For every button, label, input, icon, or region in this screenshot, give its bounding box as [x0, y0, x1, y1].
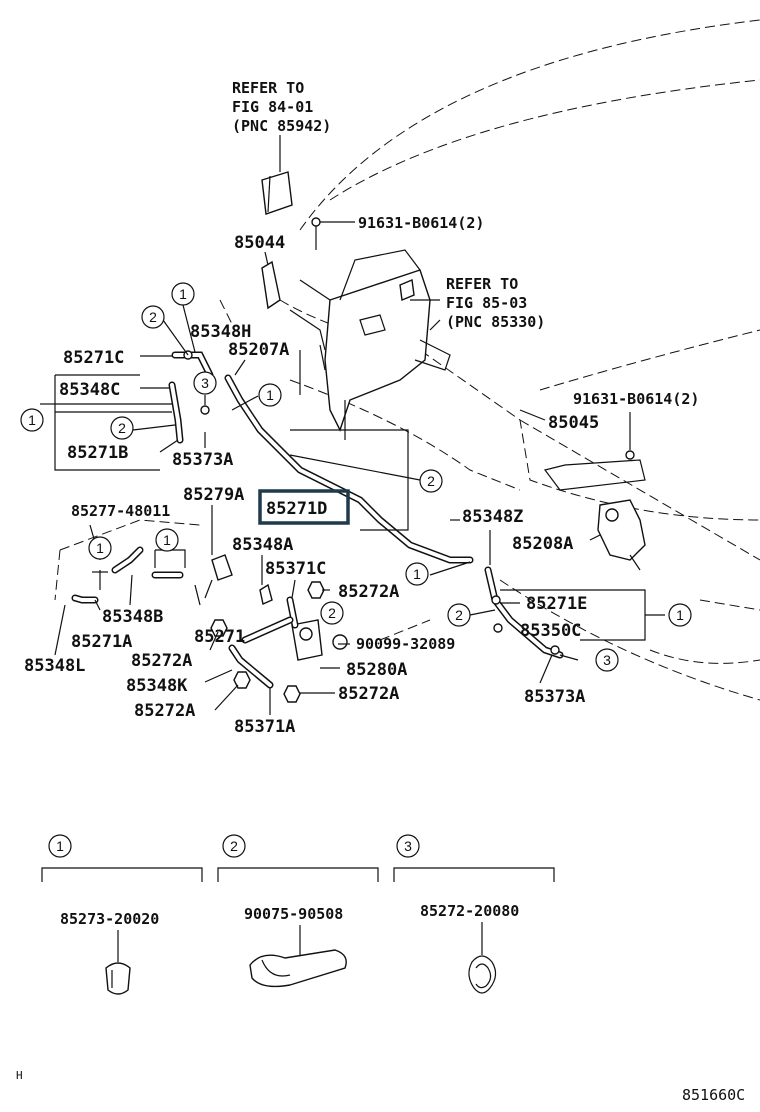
label-85350C: 85350C	[520, 621, 581, 641]
left-hose	[168, 351, 214, 444]
label-85271E: 85271E	[526, 594, 587, 614]
legend: 1 85273-20020 2 90075-90508 3 85272-2008…	[41, 834, 555, 995]
label-85373A-left: 85373A	[172, 450, 233, 470]
svg-text:1: 1	[266, 387, 274, 403]
refer-b-line3: (PNC 85330)	[446, 313, 545, 331]
refer-a-line1: REFER TO	[232, 79, 304, 97]
svg-text:1: 1	[179, 286, 187, 302]
left-lower-hose	[71, 546, 184, 604]
label-85280A: 85280A	[346, 660, 407, 680]
label-85348A: 85348A	[232, 535, 293, 555]
pump-lower	[211, 505, 348, 689]
svg-text:2: 2	[149, 309, 157, 325]
legend-circle-3	[396, 834, 420, 858]
washer-reservoir	[289, 249, 451, 440]
body-outline	[54, 19, 760, 701]
label-85271: 85271	[194, 627, 245, 647]
legend-circle-2	[222, 834, 246, 858]
svg-text:2: 2	[328, 605, 336, 621]
legend-part-1: 85273-20020	[60, 910, 159, 928]
figure-code: 851660C	[682, 1086, 745, 1104]
svg-text:1: 1	[413, 566, 421, 582]
bracket-85044	[261, 251, 281, 310]
label-85348C: 85348C	[59, 380, 120, 400]
pump-85208A	[597, 499, 646, 571]
label-85271C: 85271C	[63, 348, 124, 368]
label-85348H: 85348H	[190, 322, 251, 342]
leader-lines	[54, 299, 601, 715]
label-85272A-3: 85272A	[338, 684, 399, 704]
svg-text:1: 1	[676, 607, 684, 623]
label-85272A-1: 85272A	[338, 582, 399, 602]
svg-text:3: 3	[201, 375, 209, 391]
label-91631-right: 91631-B0614(2)	[573, 390, 699, 408]
svg-text:1: 1	[28, 412, 36, 428]
legend-number-1: 1	[56, 838, 64, 854]
label-85348B: 85348B	[102, 607, 163, 627]
label-85348K: 85348K	[126, 676, 188, 696]
label-85371A: 85371A	[234, 717, 295, 737]
circle-callouts: 1 2 3 1 1 2 2 1 1 1 2 2 1 3	[20, 282, 692, 672]
refer-a-line3: (PNC 85942)	[232, 117, 331, 135]
clips	[183, 350, 560, 703]
label-85271A: 85271A	[71, 632, 132, 652]
label-85348L: 85348L	[24, 656, 85, 676]
label-85279A: 85279A	[183, 485, 244, 505]
group-brackets	[40, 304, 665, 661]
label-85272A-2: 85272A	[131, 651, 192, 671]
legend-bracket-3	[393, 867, 555, 882]
label-85348Z: 85348Z	[462, 507, 523, 527]
legend-number-2: 2	[230, 838, 238, 854]
label-85208A: 85208A	[512, 534, 573, 554]
refer-a-line2: FIG 84-01	[232, 98, 313, 116]
refer-b-line2: FIG 85-03	[446, 294, 527, 312]
inlet-part	[261, 135, 293, 215]
label-85271D: 85271D	[266, 499, 327, 519]
label-85272A-4: 85272A	[134, 701, 195, 721]
label-85371C: 85371C	[265, 559, 326, 579]
legend-part-2: 90075-90508	[244, 905, 343, 923]
highlight-box-85271D	[258, 489, 350, 525]
bolt-right	[625, 412, 635, 460]
label-85373A-right: 85373A	[524, 687, 585, 707]
legend-part-3: 85272-20080	[420, 902, 519, 920]
svg-text:2: 2	[427, 473, 435, 489]
main-hose	[224, 374, 564, 659]
legend-circle-1	[48, 834, 72, 858]
svg-text:2: 2	[455, 607, 463, 623]
label-90099: 90099-32089	[356, 635, 455, 653]
label-85045: 85045	[548, 413, 599, 433]
label-85271B: 85271B	[67, 443, 128, 463]
refer-b-line1: REFER TO	[446, 275, 518, 293]
spring-clip-icon	[468, 955, 497, 994]
band-clip-icon	[249, 949, 347, 988]
bolt-top	[311, 217, 355, 250]
svg-text:2: 2	[118, 420, 126, 436]
legend-bracket-1	[41, 867, 203, 882]
svg-text:1: 1	[163, 532, 171, 548]
label-85277: 85277-48011	[71, 502, 170, 520]
svg-text:1: 1	[96, 540, 104, 556]
corner-mark: H	[16, 1069, 23, 1082]
label-85044: 85044	[234, 233, 285, 253]
legend-bracket-2	[217, 867, 379, 882]
label-91631-top: 91631-B0614(2)	[358, 214, 484, 232]
legend-number-3: 3	[404, 838, 412, 854]
svg-text:3: 3	[603, 652, 611, 668]
label-85207A: 85207A	[228, 340, 289, 360]
clamp-icon	[105, 962, 131, 995]
